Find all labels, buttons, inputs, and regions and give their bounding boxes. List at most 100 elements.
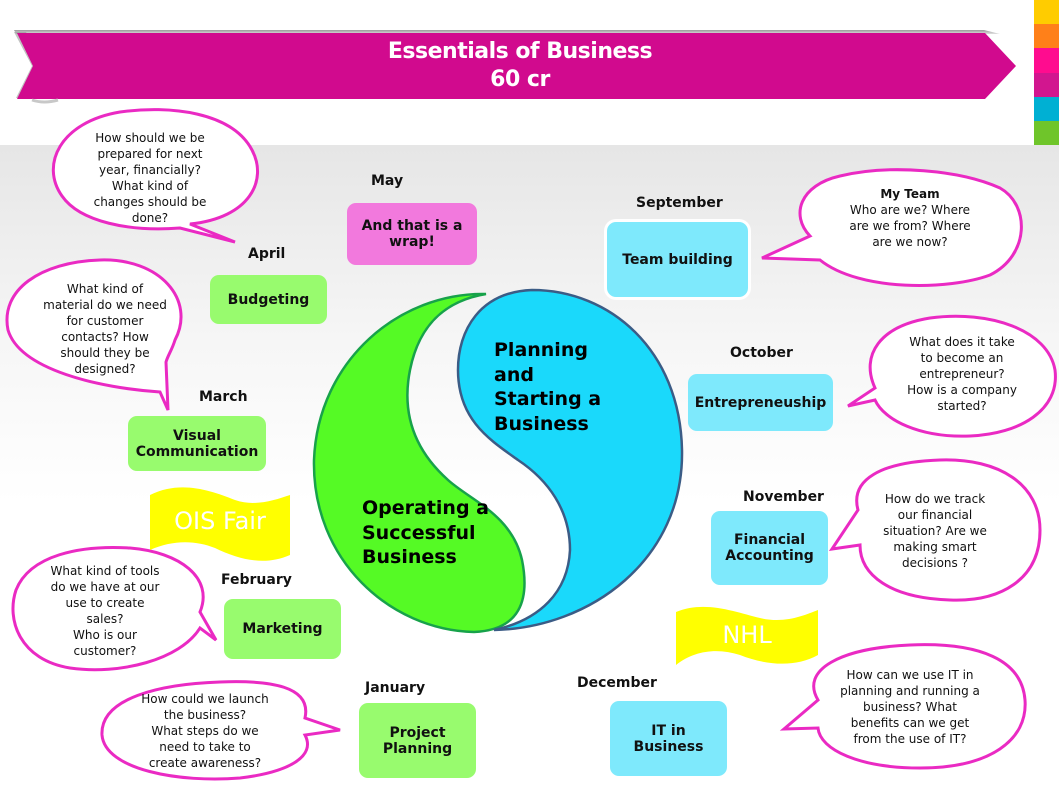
planning-business-shape bbox=[456, 288, 684, 632]
month-label-april: April bbox=[248, 246, 286, 262]
question-line: making smart bbox=[893, 540, 977, 554]
speech-bubble-november bbox=[828, 458, 1042, 602]
question-line: Who are we? Where bbox=[849, 203, 971, 217]
question-line: should they be bbox=[60, 346, 150, 360]
topic-box-budgeting[interactable]: Budgeting bbox=[210, 275, 327, 324]
question-line: create awareness? bbox=[148, 756, 262, 770]
question-line: material do we need bbox=[43, 298, 167, 312]
question-line: to become an bbox=[920, 351, 1004, 365]
speech-bubble-december bbox=[779, 643, 1027, 770]
planning-label-line: and bbox=[494, 363, 534, 386]
question-line: for customer bbox=[66, 314, 144, 328]
color-swatch bbox=[1034, 72, 1059, 97]
nhl-flag bbox=[676, 606, 818, 665]
speech-bubble-february bbox=[11, 546, 218, 672]
question-october: What does it take to become an entrepren… bbox=[893, 334, 1031, 414]
banner-arrow-shape bbox=[17, 33, 1016, 99]
topic-box-visual-communication[interactable]: Visual Communication bbox=[128, 416, 266, 471]
question-line: planning and running a bbox=[840, 684, 980, 698]
topic-box-project-planning[interactable]: Project Planning bbox=[359, 703, 476, 778]
color-swatch bbox=[1034, 120, 1059, 146]
question-line: How do we track bbox=[884, 492, 986, 506]
question-line: What does it take bbox=[909, 335, 1015, 349]
color-swatch bbox=[1034, 48, 1059, 73]
page-title: Essentials of Business bbox=[387, 39, 653, 64]
month-label-february: February bbox=[221, 572, 292, 588]
page-subtitle: 60 cr bbox=[490, 67, 550, 92]
question-line: customer? bbox=[73, 644, 137, 658]
planning-label-line: Business bbox=[494, 412, 589, 435]
question-line: What steps do we bbox=[151, 724, 259, 738]
question-line: situation? Are we bbox=[883, 524, 987, 538]
decorative-color-bar bbox=[1034, 0, 1059, 146]
question-line: prepared for next bbox=[97, 147, 203, 161]
topic-box-it-in-business[interactable]: IT in Business bbox=[610, 701, 727, 776]
question-february: What kind of tools do we have at our use… bbox=[35, 563, 175, 659]
month-label-may: May bbox=[371, 173, 404, 189]
question-line: year, financially? bbox=[99, 163, 201, 177]
planning-starting-label: Planning and Starting a Business bbox=[494, 338, 601, 436]
month-label-september: September bbox=[636, 195, 723, 211]
question-line: changes should be bbox=[93, 195, 207, 209]
topic-box-marketing[interactable]: Marketing bbox=[224, 599, 341, 659]
color-swatch bbox=[1034, 0, 1059, 25]
title-banner bbox=[14, 30, 1016, 104]
question-line: How could we launch bbox=[141, 692, 269, 706]
question-line: What kind of bbox=[66, 282, 144, 296]
question-line: sales? bbox=[86, 612, 124, 626]
question-line: are we now? bbox=[872, 235, 948, 249]
question-december: How can we use IT in planning and runnin… bbox=[830, 667, 990, 747]
question-line: use to create bbox=[65, 596, 145, 610]
question-line: What kind of bbox=[111, 179, 189, 193]
speech-bubble-september bbox=[761, 168, 1023, 287]
speech-bubble-october bbox=[847, 314, 1057, 438]
planning-label-line: Planning bbox=[494, 339, 588, 361]
question-line: started? bbox=[937, 399, 987, 413]
question-line: How can we use IT in bbox=[846, 668, 974, 682]
question-april: How should we be prepared for next year,… bbox=[80, 130, 220, 226]
question-line: benefits can we get bbox=[850, 716, 970, 730]
question-september: My Team Who are we? Where are we from? W… bbox=[840, 186, 980, 250]
month-label-january: January bbox=[365, 680, 426, 696]
speech-bubble-april bbox=[51, 108, 259, 244]
speech-bubble-january bbox=[100, 680, 341, 781]
topic-box-team-building[interactable]: Team building bbox=[607, 222, 748, 297]
month-label-march: March bbox=[199, 389, 248, 405]
ois-fair-label: OIS Fair bbox=[174, 507, 266, 535]
question-line: designed? bbox=[74, 362, 136, 376]
question-line: our financial bbox=[897, 508, 973, 522]
question-march: What kind of material do we need for cus… bbox=[35, 281, 175, 377]
question-line: business? What bbox=[862, 700, 957, 714]
question-line: entrepreneur? bbox=[919, 367, 1005, 381]
question-line: Who is our bbox=[73, 628, 137, 642]
question-line: done? bbox=[131, 211, 169, 225]
question-january: How could we launch the business? What s… bbox=[125, 691, 285, 771]
operating-business-shape bbox=[312, 292, 526, 634]
question-title: My Team bbox=[880, 187, 940, 201]
question-line: How should we be bbox=[95, 131, 205, 145]
question-line: the business? bbox=[163, 708, 247, 722]
speech-bubble-march bbox=[5, 258, 183, 411]
question-line: How is a company bbox=[907, 383, 1017, 397]
month-label-november: November bbox=[743, 489, 824, 505]
question-line: decisions ? bbox=[902, 556, 968, 570]
nhl-label: NHL bbox=[722, 621, 772, 649]
banner-curl bbox=[31, 98, 59, 104]
topic-box-wrap-up[interactable]: And that is a wrap! bbox=[347, 203, 477, 265]
month-label-december: December bbox=[577, 675, 657, 691]
topic-box-entrepreneurship[interactable]: Entrepreneuship bbox=[688, 374, 833, 431]
question-line: are we from? Where bbox=[849, 219, 971, 233]
question-line: from the use of IT? bbox=[853, 732, 967, 746]
operating-successful-label: Operating a Successful Business bbox=[362, 496, 489, 570]
planning-label-line: Starting a bbox=[494, 388, 602, 410]
operating-label-line: Successful bbox=[362, 521, 476, 544]
ois-fair-flag bbox=[150, 487, 290, 561]
topic-box-financial-accounting[interactable]: Financial Accounting bbox=[711, 511, 828, 585]
color-swatch bbox=[1034, 96, 1059, 121]
question-november: How do we track our financial situation?… bbox=[875, 491, 995, 571]
question-line: do we have at our bbox=[50, 580, 160, 594]
question-line: need to take to bbox=[159, 740, 251, 754]
question-line: contacts? How bbox=[61, 330, 149, 344]
question-line: What kind of tools bbox=[50, 564, 160, 578]
